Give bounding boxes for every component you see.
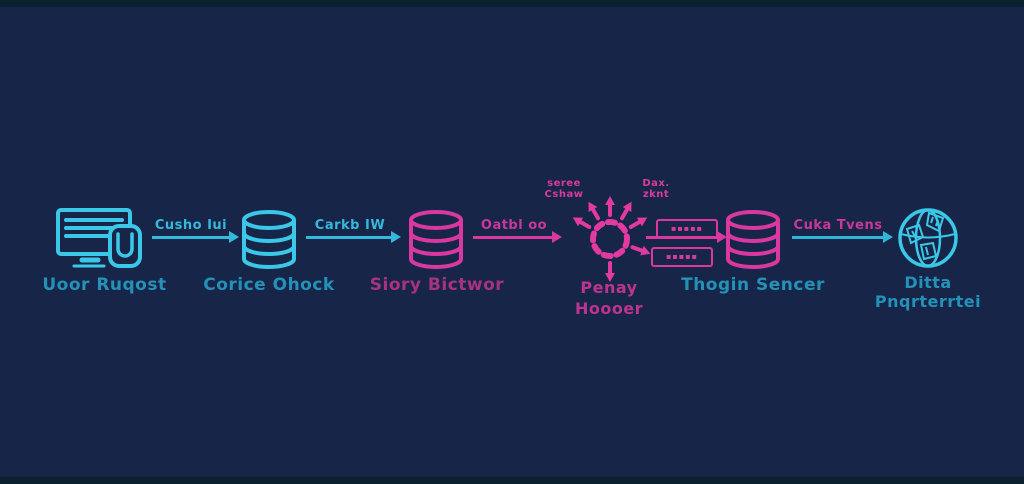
proxy-annotation-top-left: seree Cshaw (532, 178, 596, 200)
database-icon (242, 210, 296, 269)
flow-arrow-proxy-to-origin (646, 230, 727, 243)
flow-arrow-2-label: Carkb IW (314, 218, 386, 233)
flow-arrow-1-label: Cusho Iui (154, 218, 228, 233)
top-edge-strip (0, 0, 1024, 7)
flow-arrow-3 (473, 230, 562, 243)
proxy-annotation-top-left-line2: Cshaw (544, 189, 584, 200)
packet-box-2: ▪▪▪▪▪ (651, 247, 713, 267)
proxy-annotation-top-left-line1: seree (547, 178, 581, 189)
flow-arrow-4-label: Cuka Tvens (793, 218, 883, 233)
node-label-cache-check: Corice Ohock (203, 275, 335, 295)
flow-arrow-4 (792, 230, 893, 243)
database-icon (726, 210, 780, 269)
flow-arrow-1 (152, 230, 239, 243)
node-label-proxy-handler-line2: Hoooer (574, 299, 644, 318)
node-label-origin-server: Thogin Sencer (681, 275, 825, 295)
flow-arrow-3-label: Oatbl oo (480, 218, 548, 233)
proxy-annotation-top-right-line2: zknt (642, 189, 670, 200)
proxy-burst-icon (572, 196, 651, 282)
proxy-annotation-top-right-line1: Dax. (642, 178, 670, 189)
node-label-data-presented: Ditta Pnqrterrtei (874, 273, 982, 311)
node-label-proxy-handler: Penay Hoooer (545, 277, 673, 319)
globe-icon (898, 208, 958, 268)
database-icon (409, 210, 463, 269)
node-label-story-retriever: Siory Bictwor (369, 275, 505, 295)
bottom-edge-strip (0, 477, 1024, 484)
monitor-user-icon (56, 208, 142, 268)
flow-arrow-2 (306, 230, 401, 243)
node-label-user-request: Uoor Ruqost (42, 275, 167, 295)
proxy-annotation-top-right: Dax. zknt (628, 178, 684, 200)
node-label-proxy-handler-line1: Penay (580, 278, 638, 297)
